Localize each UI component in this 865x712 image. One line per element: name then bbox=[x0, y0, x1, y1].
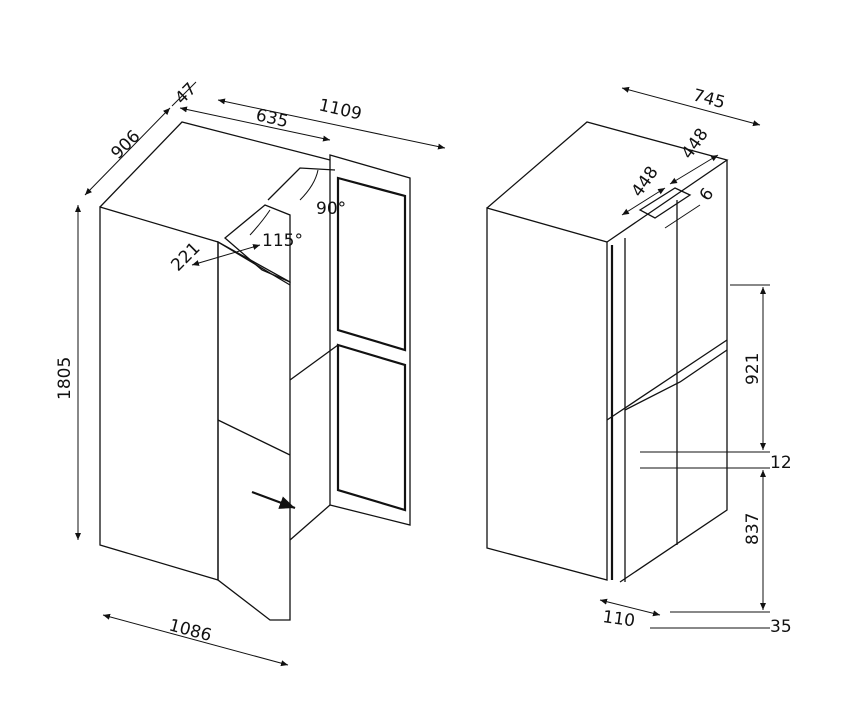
right-fridge-closed bbox=[486, 121, 729, 583]
dim-width: 745 bbox=[691, 86, 728, 114]
dim-lower-height: 837 bbox=[743, 513, 763, 545]
dim-gap: 6 bbox=[696, 185, 719, 205]
dim-side-depth: 110 bbox=[601, 607, 636, 631]
dim-middle-gap: 12 bbox=[770, 453, 792, 473]
dim-angle-90: 90° bbox=[316, 199, 346, 219]
dim-door-width: 635 bbox=[254, 105, 290, 132]
dim-open-depth: 1086 bbox=[167, 616, 214, 647]
dim-door-depth: 221 bbox=[167, 238, 204, 275]
dim-angle-115: 115° bbox=[262, 231, 303, 251]
dim-door-left: 448 bbox=[628, 163, 663, 201]
dim-depth: 906 bbox=[107, 126, 144, 163]
dim-bottom-gap: 35 bbox=[770, 617, 792, 637]
door-open-arrow-icon bbox=[251, 490, 296, 510]
dim-upper-height: 921 bbox=[743, 353, 763, 385]
dim-door-offset: 47 bbox=[171, 79, 200, 108]
left-dimensions: 906 47 1109 635 90° 115° 221 1805 1086 bbox=[55, 79, 446, 667]
dim-height: 1805 bbox=[55, 357, 75, 400]
dim-total-open-width: 1109 bbox=[317, 95, 364, 124]
left-fridge-open bbox=[99, 121, 411, 621]
dim-door-right: 448 bbox=[678, 125, 713, 163]
